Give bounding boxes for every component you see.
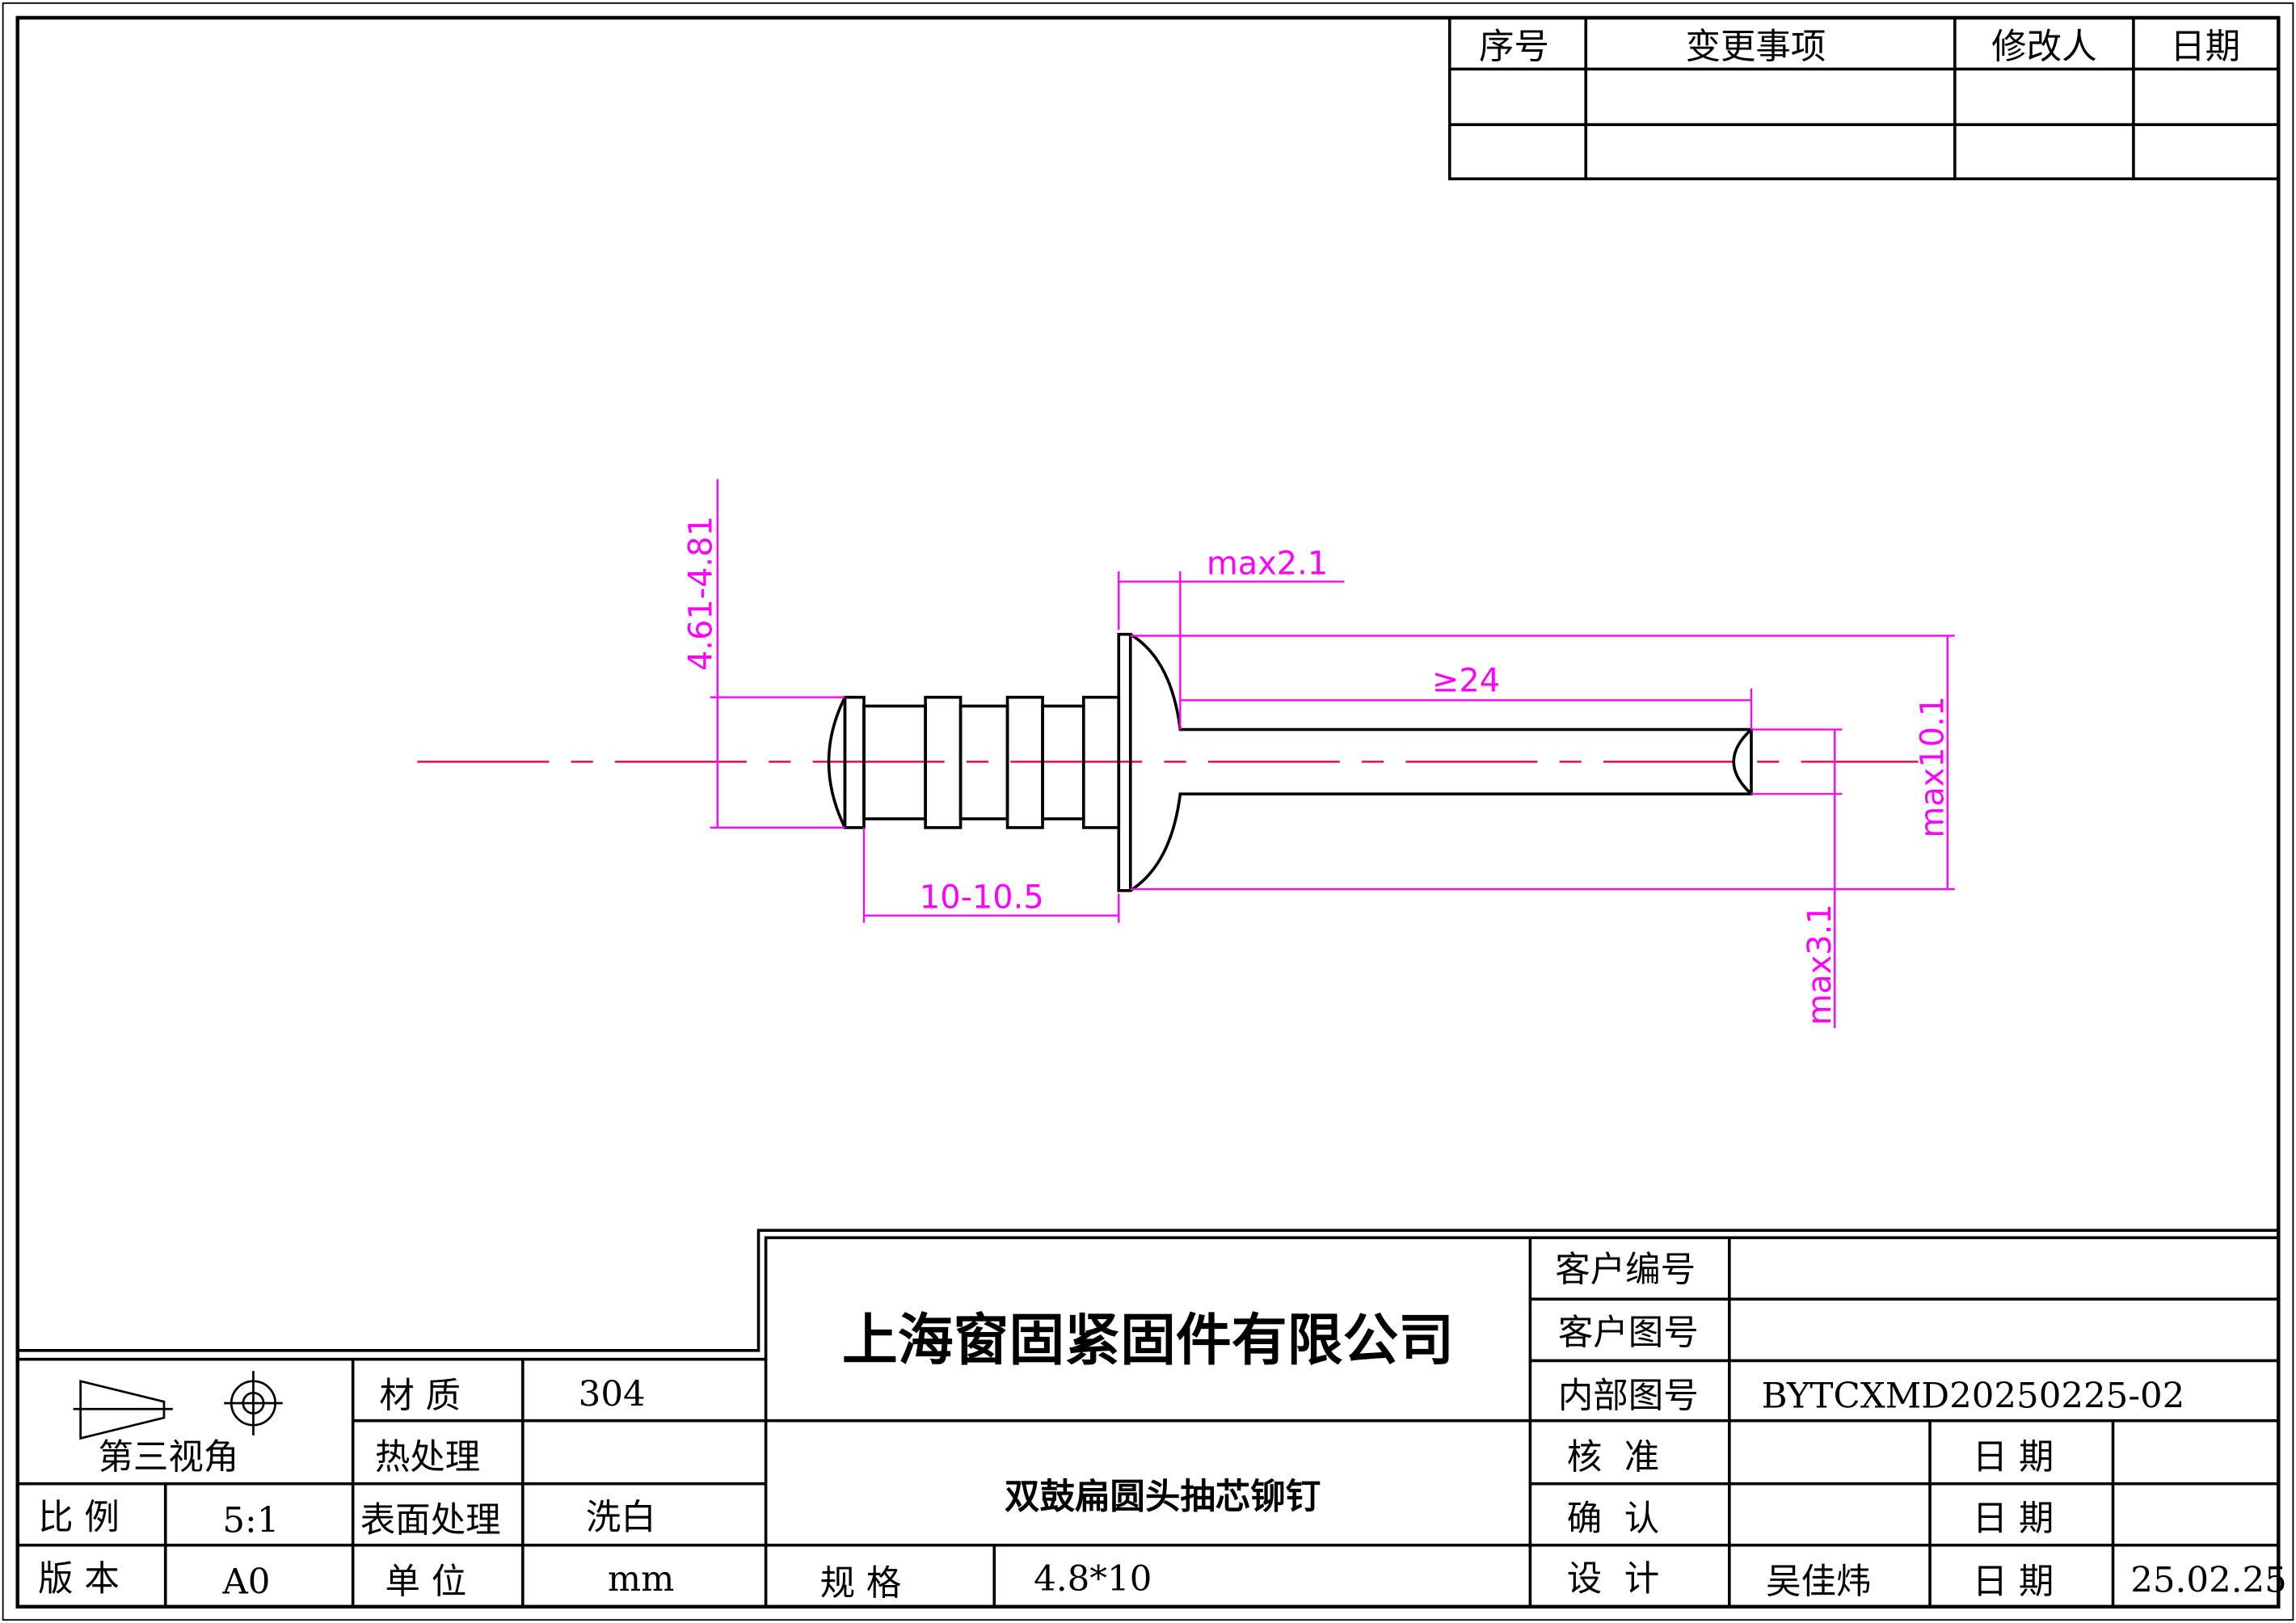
confirm-date-label: 日 期 [1973,1499,2054,1540]
dim-mandrel-dia: max3.1 [1801,904,1839,1025]
dimension-lines [710,478,1955,1029]
rev-header-no: 序号 [1479,27,1549,68]
frame [15,15,2281,1609]
rev-header-date: 日期 [2170,27,2240,68]
customer-dwg-label: 客户图号 [1558,1313,1699,1354]
rev-header-editor: 修改人 [1991,27,2096,68]
unit-label: 单 位 [385,1562,467,1603]
revision-table [1447,16,2281,181]
projection-label: 第三视角 [98,1438,238,1478]
material-value: 304 [579,1375,646,1415]
customer-no-label: 客户编号 [1555,1250,1696,1291]
dim-mandrel-len: ≥24 [1432,662,1500,699]
product-name: 双鼓扁圆头抽芯铆钉 [1005,1476,1321,1517]
scale-label: 比 例 [38,1498,120,1538]
approve-date-label: 日 期 [1973,1438,2054,1478]
design-date-label: 日 期 [1973,1562,2054,1603]
rev-header-change: 变更事项 [1685,27,1826,68]
dim-body-len: 10-10.5 [920,879,1044,917]
dim-flange-thk: max2.1 [1207,545,1328,582]
material-label: 材 质 [379,1376,461,1416]
design-label: 设 计 [1567,1559,1660,1600]
approve-label: 核 准 [1567,1438,1660,1478]
confirm-label: 确 认 [1567,1499,1660,1540]
internal-dwg-value: BYTCXMD20250225-02 [1762,1376,2185,1416]
title-block-grid [17,1229,2279,1607]
design-date-value: 25.02.25 [2130,1561,2287,1601]
spec-label: 规 格 [820,1563,902,1604]
version-label: 版 本 [38,1559,120,1600]
designer-name: 吴佳炜 [1766,1562,1871,1603]
internal-dwg-label: 内部图号 [1558,1376,1699,1416]
company-name: 上海窗固紧固件有限公司 [842,1308,1454,1373]
dim-flange-dia: max10.1 [1914,696,1951,838]
rivet-outline [827,632,1753,892]
spec-value: 4.8*10 [1034,1559,1152,1600]
dim-head-dia: 4.61-4.81 [683,516,720,671]
surface-value: 洗白 [586,1498,656,1538]
unit-value: mm [608,1559,674,1600]
surface-label: 表面处理 [360,1500,501,1541]
version-value: A0 [221,1562,270,1603]
third-angle-projection-icon [73,1371,283,1440]
heat-label: 热处理 [375,1438,480,1478]
scale-value: 5:1 [222,1500,279,1541]
